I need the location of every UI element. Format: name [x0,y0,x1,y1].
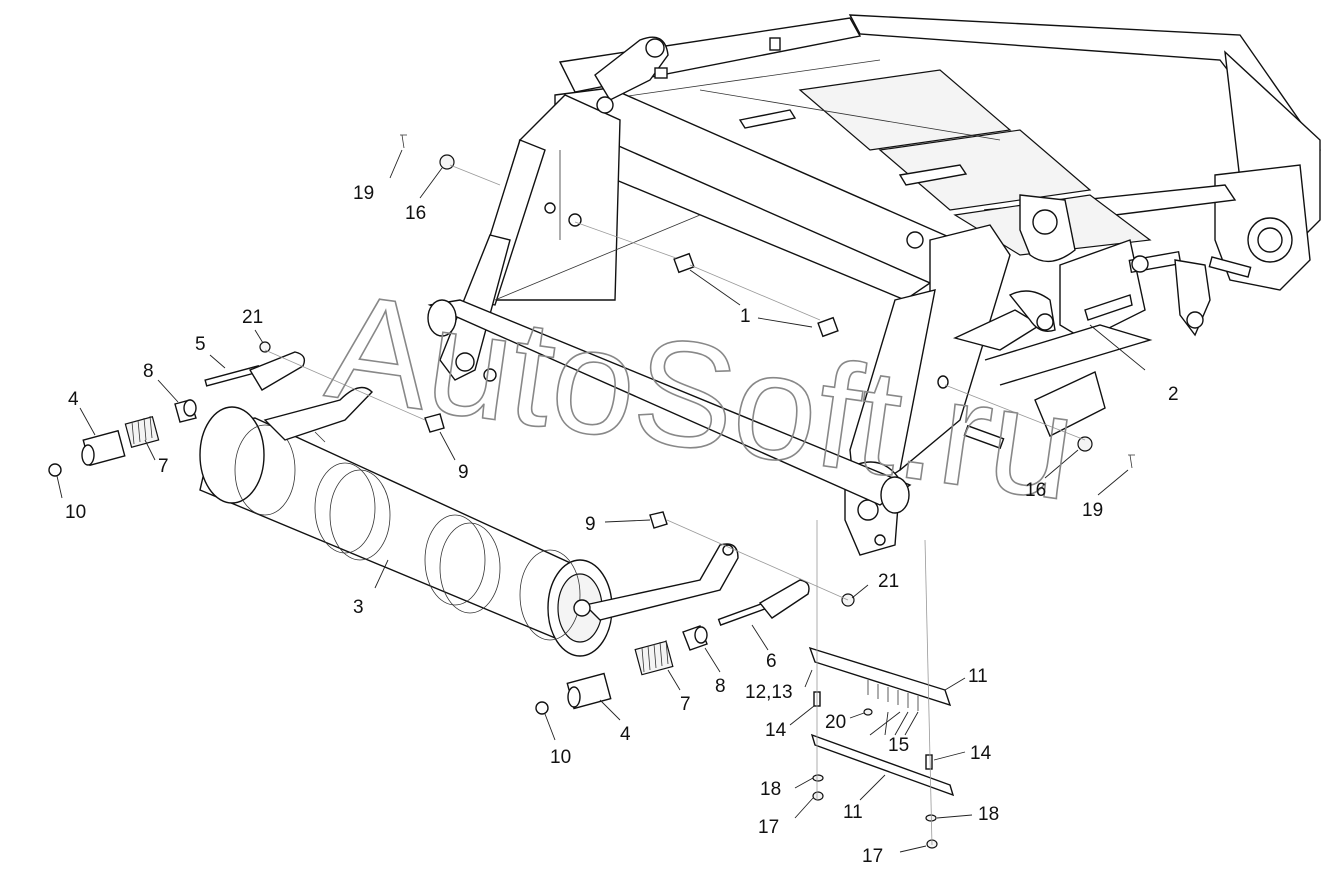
callout-7-upper: 7 [158,456,169,477]
callout-14-right: 14 [970,743,992,764]
callout-3: 3 [353,597,364,618]
callout-9-lower: 9 [585,514,596,535]
callout-8-lower: 8 [715,676,726,697]
callout-12-13: 12,13 [745,682,793,703]
callout-10-upper: 10 [65,502,86,523]
callout-7-lower: 7 [680,694,691,715]
callout-5: 5 [195,334,206,355]
roller-assembly [199,386,739,657]
callout-2: 2 [1168,384,1179,405]
callout-1: 1 [740,306,751,327]
callout-8-upper: 8 [143,361,154,382]
callout-16-lower: 16 [1025,480,1046,501]
leader-lines [56,149,1146,853]
callout-18-left: 18 [760,779,781,800]
callout-9-upper: 9 [458,462,469,483]
callout-21-lower: 21 [878,571,899,592]
callout-17-right: 17 [862,846,883,867]
callout-4-upper: 4 [68,389,79,410]
callout-20: 20 [825,712,846,733]
callout-19-lower: 19 [1082,500,1103,521]
callout-19-upper: 19 [353,183,374,204]
callout-16-upper: 16 [405,203,426,224]
small-parts [48,134,1135,849]
callout-4-lower: 4 [620,724,631,745]
callout-11-lower: 11 [843,802,863,823]
callout-17-left: 17 [758,817,779,838]
callout-10-lower: 10 [550,747,571,768]
callout-21-upper: 21 [242,307,263,328]
callout-18-right: 18 [978,804,999,825]
callout-labels: 1 2 3 4 4 5 6 7 7 8 8 9 9 10 10 11 11 12… [65,183,1179,867]
callout-11-upper: 11 [968,666,988,687]
callout-14-left: 14 [765,720,787,741]
callout-6: 6 [766,651,777,672]
main-frame [427,14,1321,556]
callout-15: 15 [888,735,909,756]
